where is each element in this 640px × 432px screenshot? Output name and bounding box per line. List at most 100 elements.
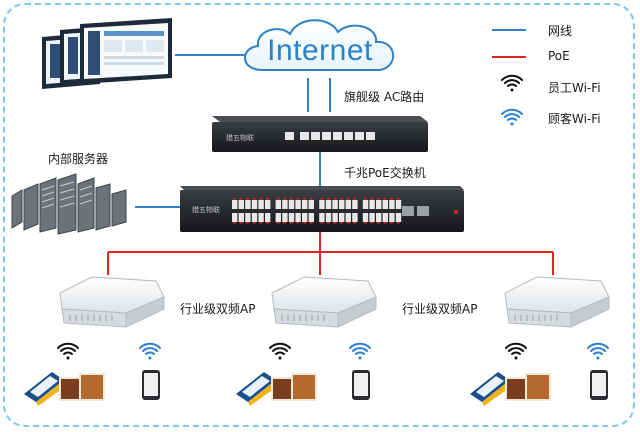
switch-port-led [396, 222, 400, 224]
server-rack [11, 173, 127, 235]
legend-staff-wifi-label: 员工Wi-Fi [548, 81, 601, 95]
switch-label: 千兆PoE交换机 [344, 166, 426, 180]
switch-port [295, 200, 301, 209]
switch-port-led [246, 222, 250, 224]
switch-port [325, 213, 332, 222]
router-brand: 猎五物联 [226, 133, 254, 142]
switch-port [376, 213, 382, 222]
switch-brand: 猎五物联 [192, 205, 220, 214]
switch-port [319, 213, 325, 222]
switch-port [339, 213, 345, 222]
switch-port [295, 213, 301, 222]
switch-port-led [333, 222, 337, 224]
access-point [504, 276, 610, 328]
switch-ports [232, 198, 402, 224]
pos-terminal [24, 372, 105, 406]
switch-port [369, 213, 375, 222]
staff-wifi-icon [269, 342, 291, 360]
switch-port-led [353, 198, 357, 200]
switch-port-led [246, 198, 250, 200]
switch-port-led [259, 222, 263, 224]
switch-port-led [383, 198, 387, 200]
switch-port-led [383, 222, 387, 224]
switch-port-led [239, 222, 243, 224]
switch-port [232, 213, 238, 222]
legend-guest-wifi-icon [501, 108, 523, 126]
switch-port [282, 213, 288, 222]
switch-port-led [283, 222, 287, 224]
switch-port [352, 213, 358, 222]
switch-port-led [303, 222, 306, 224]
legend-cable-label: 网线 [548, 24, 573, 38]
switch-port [302, 200, 308, 209]
switch-port-led [363, 222, 367, 224]
switch-port-led [320, 198, 324, 200]
switch-port-led [326, 198, 330, 200]
switch-port-led [296, 198, 300, 200]
switch-port [332, 200, 338, 209]
switch-port [382, 213, 388, 222]
switch-port [319, 200, 325, 209]
switch-port [245, 200, 251, 209]
switch-port [288, 200, 295, 209]
router-ports [285, 132, 375, 140]
switch-port [332, 213, 338, 222]
pos-terminal [236, 372, 317, 406]
router-label: 旗舰级 AC路由 [344, 90, 425, 104]
legend-guest-wifi-label: 顾客Wi-Fi [548, 112, 601, 126]
management-screens [42, 18, 172, 89]
switch-port [376, 200, 382, 209]
ap-label-2: 行业级双频AP [402, 302, 478, 316]
switch-port-led [377, 198, 380, 200]
switch-port-led [252, 222, 256, 224]
switch-port [339, 200, 345, 209]
switch-port-led [303, 198, 306, 200]
switch-port-led [296, 222, 300, 224]
switch-port [389, 200, 395, 209]
switch-port [251, 200, 258, 209]
switch-port [345, 200, 351, 209]
switch-port [288, 213, 295, 222]
guest-wifi-icon [139, 342, 161, 360]
switch-port-led [233, 222, 236, 224]
switch-port [245, 213, 251, 222]
legend-poe-label: PoE [548, 49, 570, 63]
switch-port-led [289, 222, 293, 224]
switch-port [308, 213, 314, 222]
switch-port [238, 200, 244, 209]
switch-port-led [266, 222, 269, 224]
guest-wifi-icon [349, 342, 371, 360]
switch-port-led [390, 198, 394, 200]
switch-port-led [289, 198, 293, 200]
switch-port-led [309, 198, 313, 200]
staff-wifi-icon [505, 342, 527, 360]
switch-port [389, 213, 395, 222]
switch-port-led [259, 198, 263, 200]
internet-cloud: Internet [244, 19, 395, 71]
switch-port-led [363, 198, 367, 200]
smartphone [590, 370, 608, 400]
cable-lines [135, 54, 331, 208]
poe-switch: 猎五物联 [180, 186, 464, 232]
legend [492, 29, 526, 126]
pos-terminal [470, 372, 551, 406]
switch-port-led [283, 198, 287, 200]
switch-port-led [346, 198, 350, 200]
switch-port [258, 213, 264, 222]
diagram-frame [3, 3, 635, 427]
switch-port-led [353, 222, 357, 224]
ap-label-1: 行业级双频AP [180, 302, 256, 316]
switch-port [352, 200, 358, 209]
switch-port-led [396, 198, 400, 200]
internet-label: Internet [267, 34, 373, 67]
switch-port-led [333, 198, 337, 200]
ac-router: 猎五物联 [212, 116, 428, 152]
switch-port-led [377, 222, 380, 224]
switch-port [265, 200, 271, 209]
switch-port [265, 213, 271, 222]
switch-port-led [370, 222, 374, 224]
switch-port [258, 200, 264, 209]
switch-port [362, 213, 369, 222]
legend-staff-wifi-icon [501, 74, 523, 92]
